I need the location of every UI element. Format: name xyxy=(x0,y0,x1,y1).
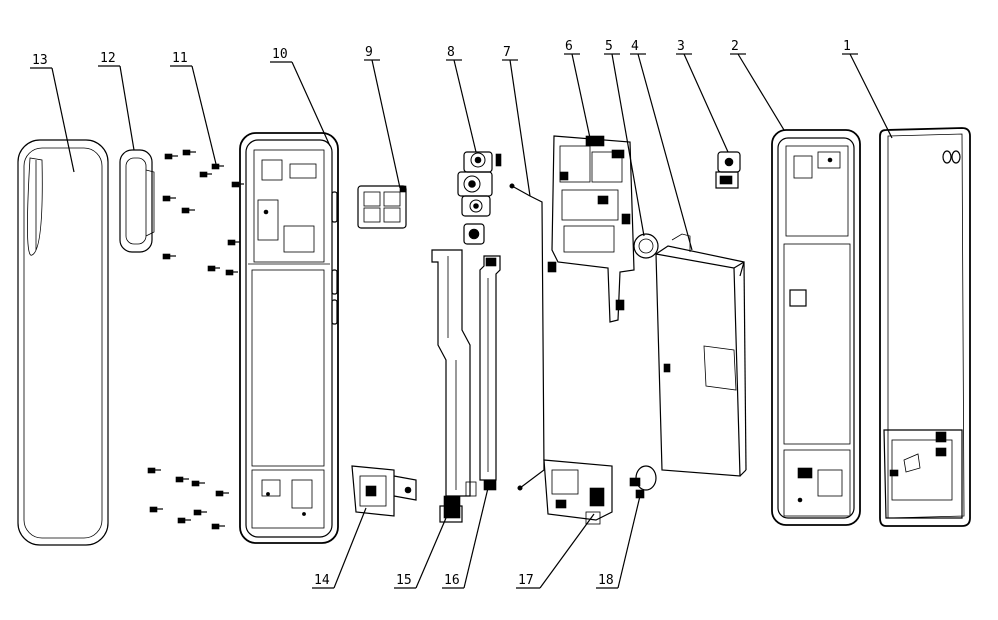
screw xyxy=(211,163,224,170)
screw xyxy=(191,480,205,487)
part-12-camera-deco xyxy=(119,149,155,253)
part-11-screws xyxy=(147,149,244,530)
screw xyxy=(231,181,244,188)
callout-13: 13 xyxy=(32,53,48,68)
screw xyxy=(182,149,196,156)
screw xyxy=(177,517,191,524)
screw xyxy=(175,476,189,483)
part-6-mainboard xyxy=(547,135,635,323)
callout-17: 17 xyxy=(518,573,534,588)
leader-lines xyxy=(30,53,893,589)
screw xyxy=(215,490,229,497)
callout-8: 8 xyxy=(447,45,455,60)
part-17-sub-board xyxy=(543,459,613,525)
part-10-middle-frame xyxy=(239,132,339,544)
callout-10: 10 xyxy=(272,47,288,62)
screw xyxy=(147,467,161,474)
part-9-sim-tray xyxy=(357,185,407,229)
callout-16: 16 xyxy=(444,573,460,588)
part-4-battery xyxy=(655,233,747,477)
screw xyxy=(207,265,220,272)
part-15-main-flex xyxy=(431,249,477,523)
screw xyxy=(227,239,240,246)
callout-3: 3 xyxy=(677,39,685,54)
callout-14: 14 xyxy=(314,573,330,588)
callout-1: 1 xyxy=(843,39,851,54)
part-5-vibration-motor xyxy=(633,233,659,259)
screw xyxy=(199,171,212,178)
part-7-antenna-cable xyxy=(509,183,545,491)
callout-5: 5 xyxy=(605,39,613,54)
callout-18: 18 xyxy=(598,573,614,588)
callout-7: 7 xyxy=(503,45,511,60)
callout-15: 15 xyxy=(396,573,412,588)
part-1-display xyxy=(879,127,971,527)
part-3-front-camera xyxy=(715,151,741,189)
part-18-receiver xyxy=(629,465,657,499)
part-16-sub-flex xyxy=(479,255,501,491)
part-13-back-cover xyxy=(17,139,109,546)
screw xyxy=(225,269,238,276)
callout-11: 11 xyxy=(172,51,188,66)
callout-4: 4 xyxy=(631,39,639,54)
part-14-speaker-module xyxy=(351,465,417,517)
screw xyxy=(211,523,225,530)
screw xyxy=(162,253,176,260)
screw xyxy=(164,153,178,160)
screw xyxy=(193,509,207,516)
callout-6: 6 xyxy=(565,39,573,54)
callout-12: 12 xyxy=(100,51,116,66)
part-8-rear-cameras xyxy=(457,151,502,245)
callout-labels: 1 2 3 4 5 6 7 8 9 10 11 12 13 14 15 16 1… xyxy=(32,39,851,588)
screw xyxy=(181,207,195,214)
screw xyxy=(162,195,176,202)
callout-2: 2 xyxy=(731,39,739,54)
part-2-front-frame xyxy=(771,129,861,526)
screw xyxy=(149,506,163,513)
callout-9: 9 xyxy=(365,45,373,60)
